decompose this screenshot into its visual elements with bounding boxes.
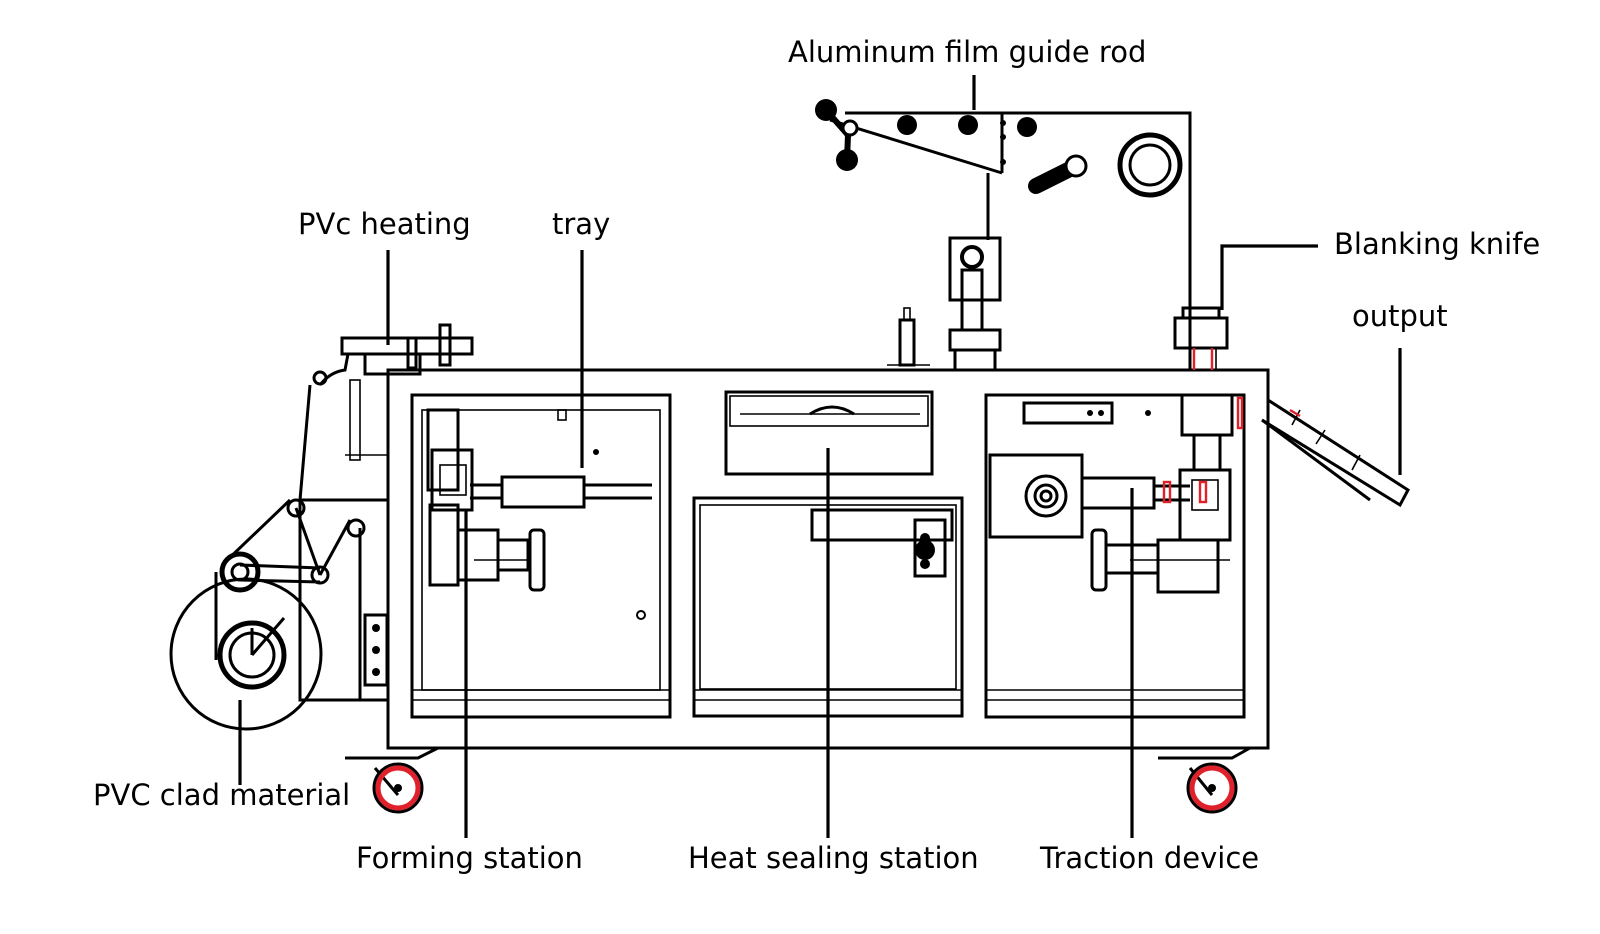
caster-left bbox=[345, 746, 439, 814]
aluminum-press-head bbox=[948, 236, 1002, 302]
leader-blanking-knife bbox=[1220, 244, 1318, 310]
label-forming-station: Forming station bbox=[356, 841, 583, 875]
label-output: output bbox=[1352, 299, 1448, 333]
red-guide-right bbox=[1198, 480, 1208, 504]
blanking-knife-unit bbox=[1173, 306, 1229, 370]
traction-device-cabinet bbox=[984, 393, 1246, 719]
label-aluminum-film-guide-rod: Aluminum film guide rod bbox=[788, 35, 1146, 69]
labels: Aluminum film guide rod PVc heating tray… bbox=[93, 35, 1540, 875]
label-tray: tray bbox=[552, 207, 610, 241]
red-guide-edge bbox=[1236, 396, 1244, 430]
label-heat-sealing-station: Heat sealing station bbox=[688, 841, 979, 875]
forming-station-cabinet bbox=[410, 393, 672, 719]
pvc-supply-unit bbox=[169, 323, 474, 731]
red-guide-left bbox=[1162, 480, 1172, 504]
output-chute bbox=[1261, 398, 1410, 508]
aluminum-film-unit bbox=[815, 99, 1192, 372]
leader-lines bbox=[238, 75, 1402, 838]
caster-right bbox=[1158, 746, 1251, 814]
label-pvc-clad-material: PVC clad material bbox=[93, 778, 350, 812]
label-pvc-heating: PVc heating bbox=[298, 207, 471, 241]
label-blanking-knife: Blanking knife bbox=[1334, 227, 1540, 261]
machine-body bbox=[386, 368, 1270, 750]
label-traction-device: Traction device bbox=[1039, 841, 1259, 875]
